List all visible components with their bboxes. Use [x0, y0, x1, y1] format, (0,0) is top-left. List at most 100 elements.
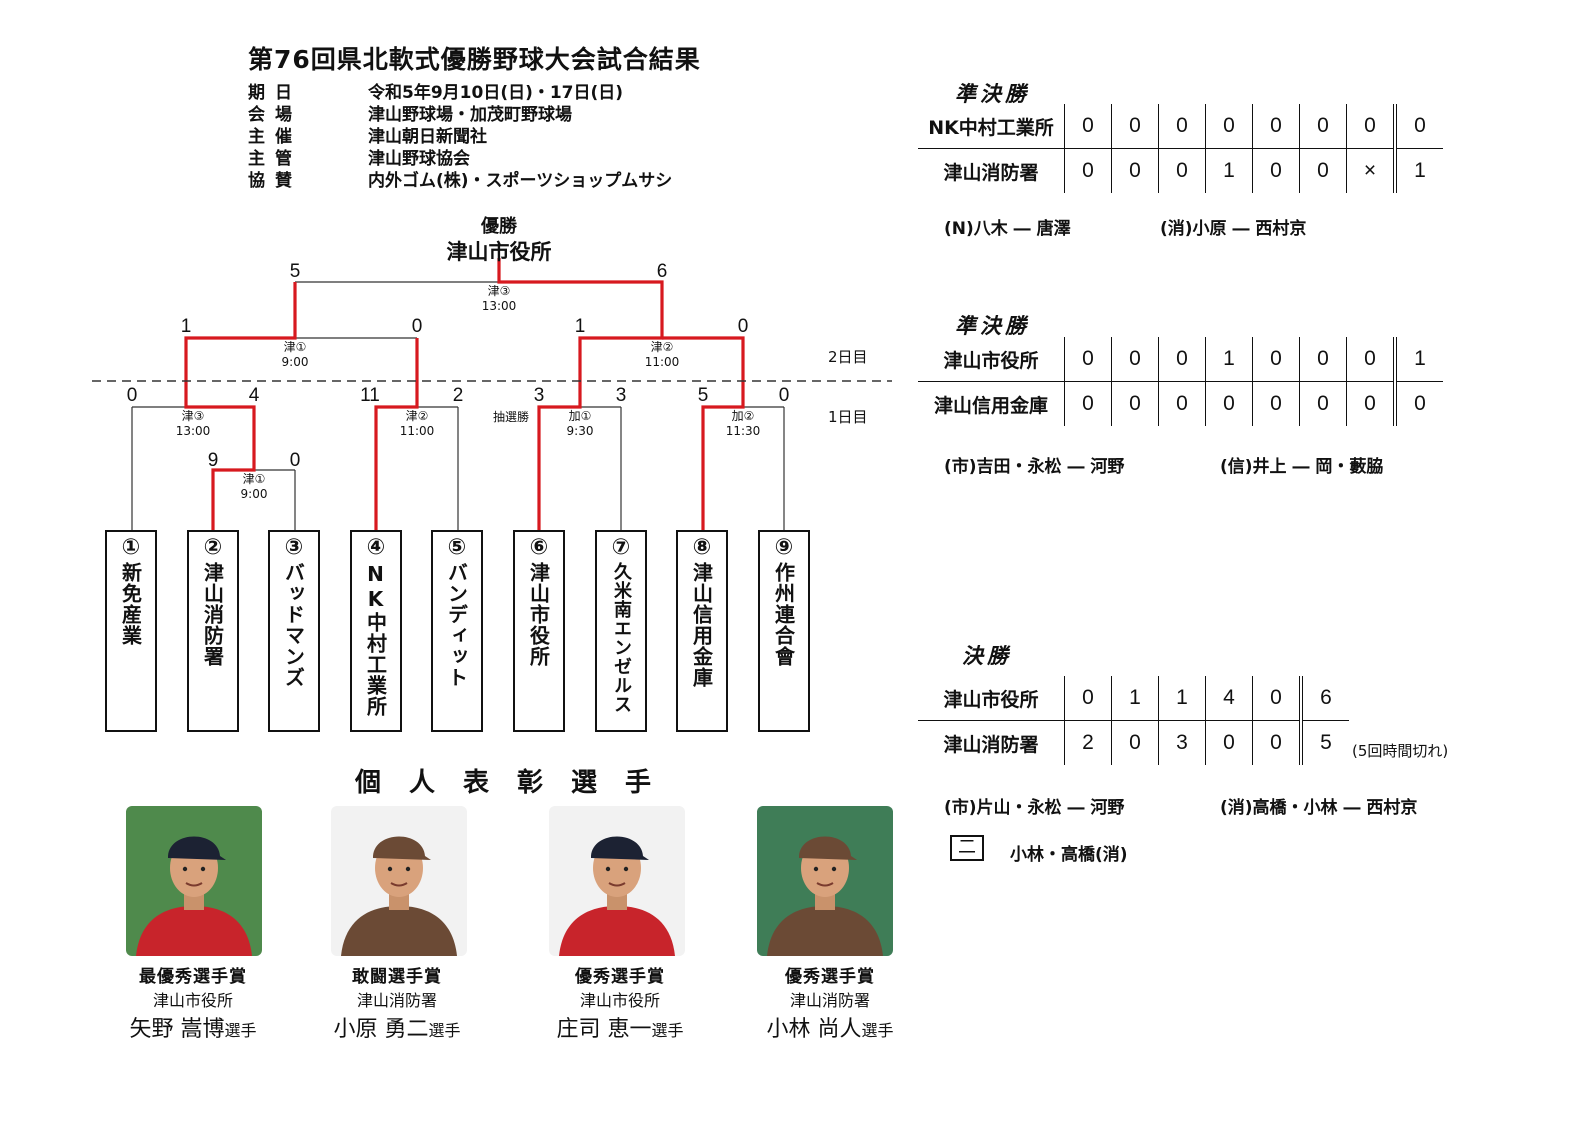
score: 9: [207, 450, 219, 471]
battery-b: (消)高橋・小林 ― 西村京: [1220, 798, 1418, 818]
battery-b: (信)井上 ― 岡・藪脇: [1220, 457, 1384, 477]
info-key: 期日: [248, 83, 302, 103]
double-text: 小林・高橋(消): [1010, 845, 1128, 865]
semifinal2-linescore: 津山市役所 0 0 0 1 0 0 0 1 津山信用金庫 0 0 0 0 0 0…: [918, 337, 1443, 426]
game-venue: 津③: [487, 284, 511, 298]
info-key: 主管: [248, 149, 302, 169]
inning-score: 0: [1346, 104, 1395, 149]
linescore-row: 津山信用金庫 0 0 0 0 0 0 0 0: [918, 381, 1443, 426]
inning-score: 0: [1252, 381, 1300, 426]
inning-score: 0: [1299, 337, 1347, 382]
page-title: 第76回県北軟式優勝野球大会試合結果: [248, 45, 701, 74]
inning-score: 0: [1111, 720, 1159, 765]
award-player: 小原 勇二選手: [297, 1011, 497, 1043]
inning-score: 0: [1111, 381, 1159, 426]
team-number: ⑥: [529, 535, 549, 560]
winner-path: [662, 336, 745, 530]
award-card: 敢闘選手賞 津山消防署 小原 勇二選手: [297, 962, 497, 1043]
inning-score: 0: [1252, 148, 1300, 193]
team-number: ②: [203, 535, 223, 560]
player-suffix: 選手: [224, 1021, 257, 1040]
info-key: 主催: [248, 127, 302, 147]
inning-score: 0: [1205, 720, 1253, 765]
award-team: 津山消防署: [789, 991, 870, 1010]
player-photo: [331, 806, 467, 956]
team-name: 久米南エンゼルス: [611, 562, 632, 714]
score: 0: [289, 450, 301, 471]
team-number: ⑤: [447, 535, 467, 560]
total-score: 1: [1393, 337, 1443, 382]
inning-score: 0: [1252, 720, 1301, 765]
inning-score: 0: [1064, 104, 1112, 149]
lottery-win-label: 抽選勝: [493, 410, 530, 424]
game-time: 9:00: [240, 487, 268, 501]
inning-score: 1: [1205, 148, 1253, 193]
team-name: 津山消防署: [943, 733, 1039, 756]
final-note: (5回時間切れ): [1352, 742, 1449, 760]
player-photo-image: [126, 806, 262, 956]
player-name: 小原 勇二: [333, 1017, 429, 1042]
semifinal1-title: 準決勝: [955, 81, 1030, 106]
team-number: ④: [366, 535, 386, 560]
score: 5: [697, 385, 709, 406]
score: 0: [737, 316, 749, 337]
linescore-row: NK中村工業所 0 0 0 0 0 0 0 0: [918, 104, 1443, 149]
score: 1: [180, 316, 192, 337]
team-name: 津山市役所: [918, 337, 1065, 382]
team-name: NK中村工業所: [918, 104, 1065, 149]
info-key: 協賛: [248, 171, 302, 191]
score: 0: [778, 385, 790, 406]
award-player: 矢野 嵩博選手: [93, 1011, 293, 1043]
award-card: 優秀選手賞 津山市役所 庄司 恵一選手: [520, 962, 720, 1043]
inning-score: 0: [1205, 104, 1253, 149]
score: 6: [656, 261, 668, 282]
info-row: 主管津山野球協会: [248, 148, 470, 170]
team-name: 津山消防署: [943, 161, 1039, 184]
double-box: 二: [950, 835, 984, 861]
inning-score: 1: [1158, 676, 1206, 721]
award-name: 敢闘選手賞: [352, 967, 442, 987]
inning-score: 0: [1299, 104, 1347, 149]
inning-score: 0: [1299, 381, 1347, 426]
team-name: 津山信用金庫: [933, 394, 1048, 417]
total-score: 0: [1393, 104, 1443, 149]
bracket-lines: [92, 258, 892, 530]
inning-score: 0: [1064, 148, 1112, 193]
inning-score: 0: [1299, 148, 1347, 193]
game-venue: 津①: [242, 472, 266, 486]
info-row: 会場津山野球場・加茂町野球場: [248, 104, 572, 126]
final-linescore: 津山市役所 0 1 1 4 0 6 津山消防署 2 0 3 0 0 5: [918, 676, 1349, 765]
team-number: ⑧: [692, 535, 712, 560]
final-title: 決勝: [962, 643, 1012, 668]
team-name: NK中村工業所: [363, 562, 388, 717]
game-venue: 津③: [181, 409, 205, 423]
team-number: ⑨: [774, 535, 794, 560]
player-name: 矢野 嵩博: [129, 1017, 225, 1042]
game-time: 13:00: [481, 299, 517, 313]
inning-score: 0: [1252, 104, 1300, 149]
game-time: 9:00: [281, 355, 309, 369]
day2-label: 2日目: [828, 348, 868, 366]
score: 2: [452, 385, 464, 406]
award-card: 優秀選手賞 津山消防署 小林 尚人選手: [730, 962, 930, 1043]
team-name: 新免産業: [118, 562, 143, 646]
inning-score: 3: [1158, 720, 1206, 765]
award-name: 最優秀選手賞: [139, 967, 247, 987]
game-time: 9:30: [566, 424, 594, 438]
inning-score: 0: [1252, 337, 1300, 382]
day1-label: 1日目: [828, 408, 868, 426]
team-name: 津山消防署: [200, 562, 225, 667]
player-photo-image: [331, 806, 467, 956]
score: 1: [574, 316, 586, 337]
inning-score: 4: [1205, 676, 1253, 721]
